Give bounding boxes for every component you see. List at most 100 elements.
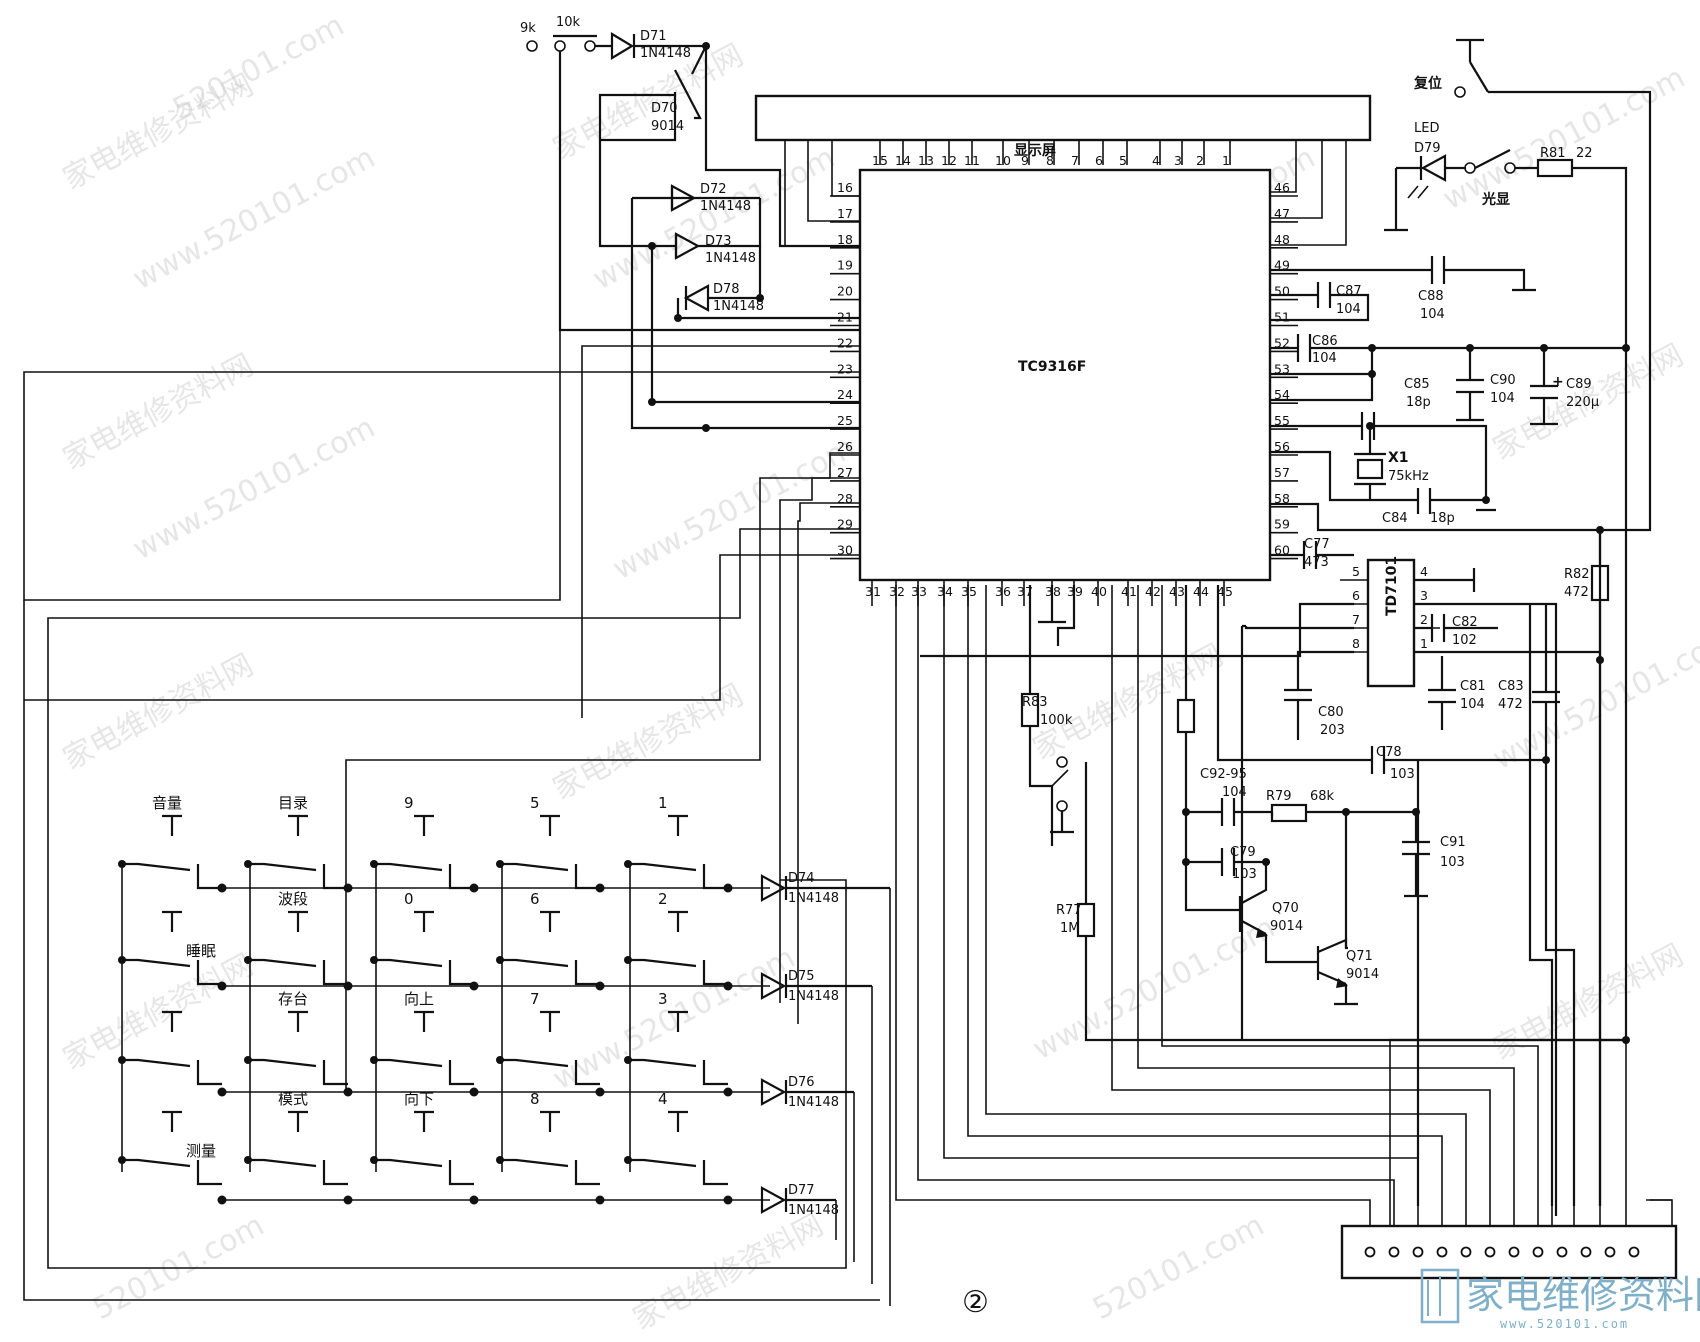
connector-pin [1364,1246,1376,1258]
ic-pin-left-26: 26 [837,439,853,454]
d75-name: D75 [788,969,815,984]
c78-value: 103 [1390,767,1415,782]
key-switch-r2-c2: 向上 [370,990,479,1097]
watermark-text: 520101.com [1087,1208,1270,1327]
c90-name: C90 [1490,373,1516,388]
c85-value: 18p [1406,395,1431,410]
aux-pin-right-4: 4 [1420,564,1428,579]
key-label: 1 [658,794,668,812]
ic-pin-right-55: 55 [1274,413,1290,428]
key-label: 向下 [404,1090,434,1108]
site-logo-text: 家电维修资料网 [1466,1273,1700,1317]
r81-name: R81 [1540,146,1566,161]
key-switch-r2-c3: 7 [496,990,605,1097]
x1-value: 75kHz [1388,469,1429,484]
ic-pin-top-6: 6 [1095,153,1103,168]
c77-value: 473 [1304,555,1329,570]
ic-pin-left-29: 29 [837,517,853,532]
key-matrix-bus [23,330,880,1301]
c89-name: C89 [1566,377,1592,392]
x1-name: X1 [1388,450,1409,466]
r83-value: 100k [1040,713,1073,728]
led-d79-symbol [1420,154,1447,182]
c82-value: 102 [1452,633,1477,648]
d71-value: 1N4148 [640,46,691,61]
ic-pin-top-4: 4 [1152,153,1160,168]
watermark-text: 520101.com [167,8,350,127]
key-label: 存台 [278,990,308,1008]
diode-d75: D75 1N4148 [760,969,873,1284]
q71-value: 9014 [1346,967,1379,982]
c86-name: C86 [1312,334,1338,349]
ic-pin-top-9: 9 [1021,153,1029,168]
diode-network-top-left: 9k 10k D71 1N4148 D70 9014 D72 1N4148 D7… [520,15,860,432]
c82-name: C82 [1452,615,1478,630]
c83-value: 472 [1498,697,1523,712]
diode-d71-symbol [610,32,635,60]
d73-value: 1N4148 [705,251,756,266]
key-switch-r3-c4: 4 [624,1090,733,1205]
d75-value: 1N4148 [788,989,839,1004]
watermark-text: 家电维修资料网 [57,948,259,1077]
ic-pin-left-17: 17 [837,206,853,221]
ic-td7101-body [1366,558,1416,688]
key-switch-r0-c2: 9 [370,794,479,893]
key-switch-r1-c1: 波段 [244,890,353,991]
watermark-text: 家电维修资料网 [57,348,259,477]
ic-pin-bottom-32: 32 [889,584,905,599]
ic-pin-right-51: 51 [1274,310,1290,325]
ic-pin-left-23: 23 [837,361,853,376]
key-switch-r0-c3: 5 [496,794,605,893]
switch-10k-label: 10k [556,15,581,30]
d70-value: 9014 [651,119,684,134]
r81-value: 22 [1576,146,1593,161]
ic-pin-bottom-31: 31 [865,584,881,599]
key-label: 4 [658,1090,668,1108]
c84-value: 18p [1430,511,1455,526]
aux-pin-left-7: 7 [1352,612,1360,627]
ic-pin-bottom-41: 41 [1121,584,1137,599]
watermark-text: 家电维修资料网 [627,1208,829,1337]
d79-name: D79 [1414,141,1441,156]
key-switch-r3-c3: 8 [496,1090,605,1205]
c87-value: 104 [1336,302,1361,317]
key-switch-r3-c2: 向下 [370,1090,479,1205]
c81-value: 104 [1460,697,1485,712]
d78-name: D78 [713,282,740,297]
c78-name: C78 [1376,745,1402,760]
connector-bus [895,585,1673,1252]
d71-name: D71 [640,29,667,44]
switch-9k-label: 9k [520,21,536,36]
key-label: 7 [530,990,540,1008]
c80-value: 203 [1320,723,1345,738]
ic-pin-left-27: 27 [837,465,853,480]
d78-value: 1N4148 [713,299,764,314]
ic-pin-bottom-45: 45 [1217,584,1233,599]
key-label: 音量 [152,794,182,812]
key-label: 0 [404,890,414,908]
d76-value: 1N4148 [788,1095,839,1110]
bottom-signal-circuit: C78 103 R83 100k R77 1M C92-95 104 C79 1… [1020,585,1630,1206]
ic-pin-right-58: 58 [1274,491,1290,506]
key-label: 模式 [278,1090,308,1108]
watermark-text: 家电维修资料网 [1487,938,1689,1067]
led-label: LED [1414,121,1439,136]
ic-pin-left-25: 25 [837,413,853,428]
ic-pin-left-20: 20 [837,284,853,299]
connector-pin [1628,1246,1640,1258]
connector-pin [1412,1246,1424,1258]
r83-name: R83 [1022,695,1048,710]
c88-name: C88 [1418,289,1444,304]
ic-tc9316f-body [858,168,1272,582]
aux-pin-left-5: 5 [1352,564,1360,579]
ic-pin-bottom-33: 33 [911,584,927,599]
ic-pin-top-8: 8 [1046,153,1054,168]
ic-pin-bottom-44: 44 [1193,584,1209,599]
connector-pin [1556,1246,1568,1258]
key-switch-r3-c1: 模式 [244,1090,353,1205]
